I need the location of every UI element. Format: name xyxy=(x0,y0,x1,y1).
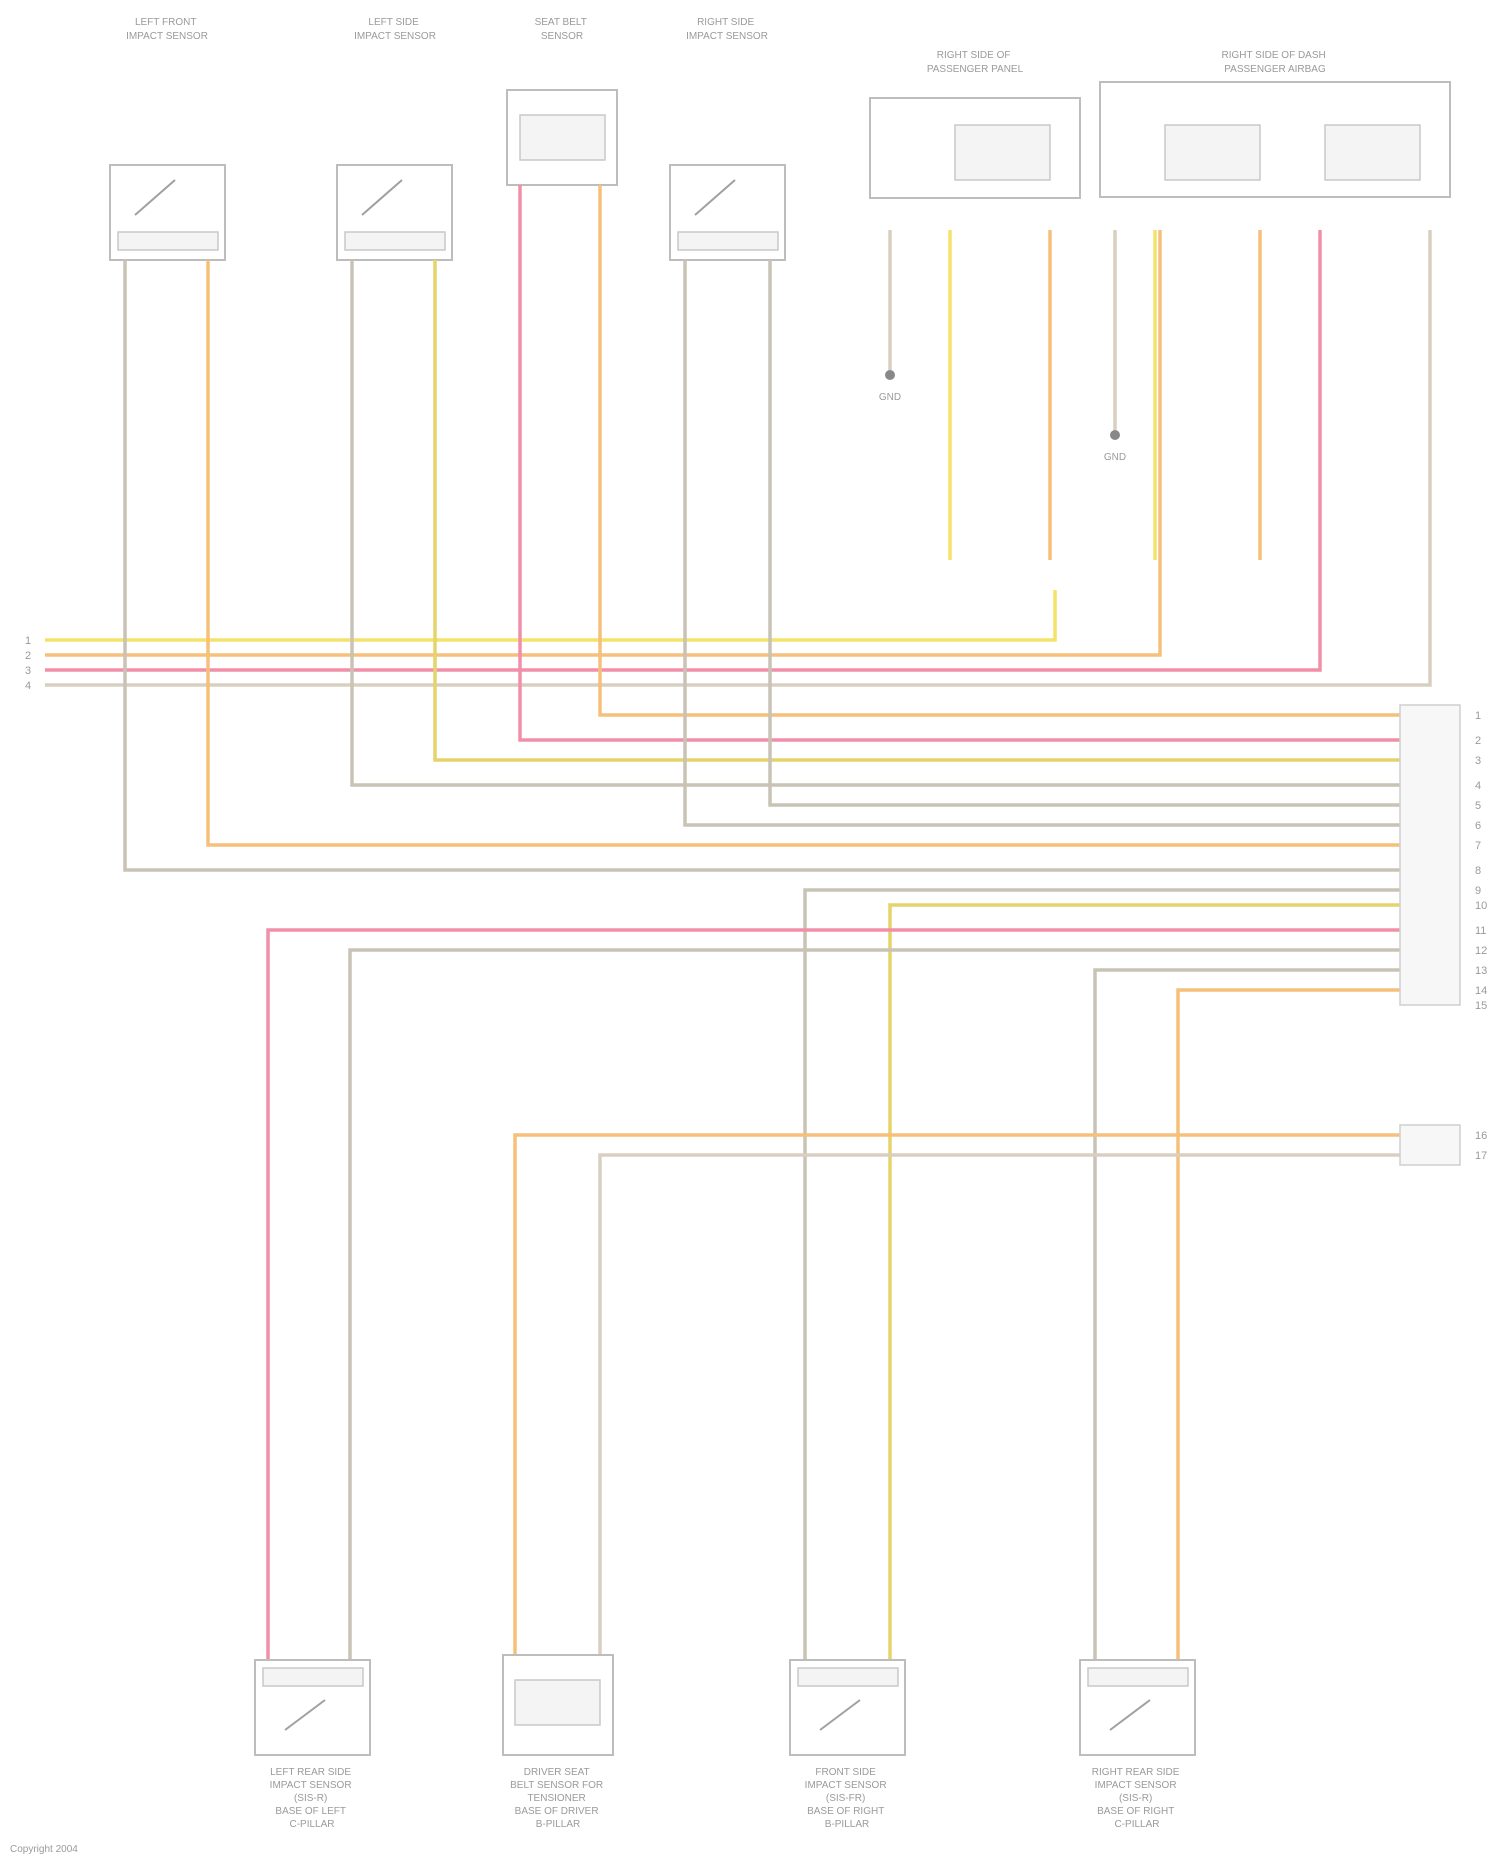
connector-block xyxy=(1088,1668,1188,1686)
pin-number: 9 xyxy=(1475,885,1481,897)
airbag-module xyxy=(1325,125,1420,180)
connector-column xyxy=(1400,705,1460,1005)
ground-label: GND xyxy=(1104,452,1126,463)
pin-number: 5 xyxy=(1475,800,1481,812)
bottom-components xyxy=(255,1655,1195,1755)
right-connectors xyxy=(1400,705,1460,1165)
wire-orange xyxy=(208,260,1460,845)
wire-orange xyxy=(1178,990,1460,1660)
wire-tan xyxy=(600,1155,1460,1660)
wire-pink xyxy=(45,230,1320,670)
footer-text: Copyright 2004 xyxy=(10,1844,78,1855)
pin-number: 16 xyxy=(1475,1130,1487,1142)
component-label: RIGHT SIDE OF DASH PASSENGER AIRBAG xyxy=(1221,50,1328,75)
sensor-core xyxy=(515,1680,600,1725)
wire-orange xyxy=(45,230,1160,655)
connector-block xyxy=(798,1668,898,1686)
sensor-core xyxy=(520,115,605,160)
component-label: LEFT REAR SIDE IMPACT SENSOR (SIS-R) BAS… xyxy=(270,1767,355,1830)
connector-block xyxy=(678,232,778,250)
connector-block xyxy=(263,1668,363,1686)
component-label: DRIVER SEAT BELT SENSOR FOR TENSIONER BA… xyxy=(510,1767,606,1830)
pin-number: 17 xyxy=(1475,1150,1487,1162)
wire-tan xyxy=(352,260,1460,785)
component-label: RIGHT SIDE OF PASSENGER PANEL xyxy=(927,50,1024,75)
pin-number: 12 xyxy=(1475,945,1487,957)
wire-orange xyxy=(600,185,1460,715)
wire-tan xyxy=(1095,970,1460,1660)
pin-number: 2 xyxy=(1475,735,1481,747)
component-label: LEFT SIDE IMPACT SENSOR xyxy=(354,17,436,42)
legend-number: 4 xyxy=(25,680,31,692)
pin-number: 15 xyxy=(1475,1000,1487,1012)
component-label: RIGHT SIDE IMPACT SENSOR xyxy=(686,17,768,42)
connector-block xyxy=(345,232,445,250)
wire-orange xyxy=(515,1135,1460,1660)
wire-tan xyxy=(805,890,1460,1660)
airbag-module xyxy=(1165,125,1260,180)
wires xyxy=(45,185,1460,1660)
pin-number: 3 xyxy=(1475,755,1481,767)
wire-pink xyxy=(268,930,1460,1660)
legend-number: 3 xyxy=(25,665,31,677)
top-components xyxy=(110,82,1450,260)
component-label: RIGHT REAR SIDE IMPACT SENSOR (SIS-R) BA… xyxy=(1092,1767,1182,1830)
ground-label: GND xyxy=(879,392,901,403)
bottom-labels: LEFT REAR SIDE IMPACT SENSOR (SIS-R) BAS… xyxy=(270,1767,1183,1830)
connector-block xyxy=(118,232,218,250)
pin-number: 6 xyxy=(1475,820,1481,832)
pin-number: 14 xyxy=(1475,985,1487,997)
wire-yellow xyxy=(890,905,1460,1660)
airbag-module xyxy=(955,125,1050,180)
grounds: GND GND xyxy=(879,370,1126,463)
pin-number: 10 xyxy=(1475,900,1487,912)
wire-tan xyxy=(45,230,1430,685)
pin-number: 4 xyxy=(1475,780,1481,792)
left-legend: 1 2 3 4 xyxy=(25,635,31,692)
component-label: LEFT FRONT IMPACT SENSOR xyxy=(126,17,208,42)
component-label: FRONT SIDE IMPACT SENSOR (SIS-FR) BASE O… xyxy=(805,1767,890,1830)
pin-number: 7 xyxy=(1475,840,1481,852)
pin-number: 8 xyxy=(1475,865,1481,877)
right-numbers: 1 2 3 4 5 6 7 8 9 10 11 12 13 14 15 16 1… xyxy=(1475,710,1487,1162)
legend-number: 2 xyxy=(25,650,31,662)
pin-number: 13 xyxy=(1475,965,1487,977)
component-label: SEAT BELT SENSOR xyxy=(535,17,590,42)
pin-number: 1 xyxy=(1475,710,1481,722)
ground-icon xyxy=(885,370,895,380)
top-labels: LEFT FRONT IMPACT SENSOR LEFT SIDE IMPAC… xyxy=(126,17,1328,75)
pin-number: 11 xyxy=(1475,925,1486,937)
connector-column xyxy=(1400,1125,1460,1165)
wire-yellow xyxy=(45,590,1055,640)
legend-number: 1 xyxy=(25,635,31,647)
ground-icon xyxy=(1110,430,1120,440)
